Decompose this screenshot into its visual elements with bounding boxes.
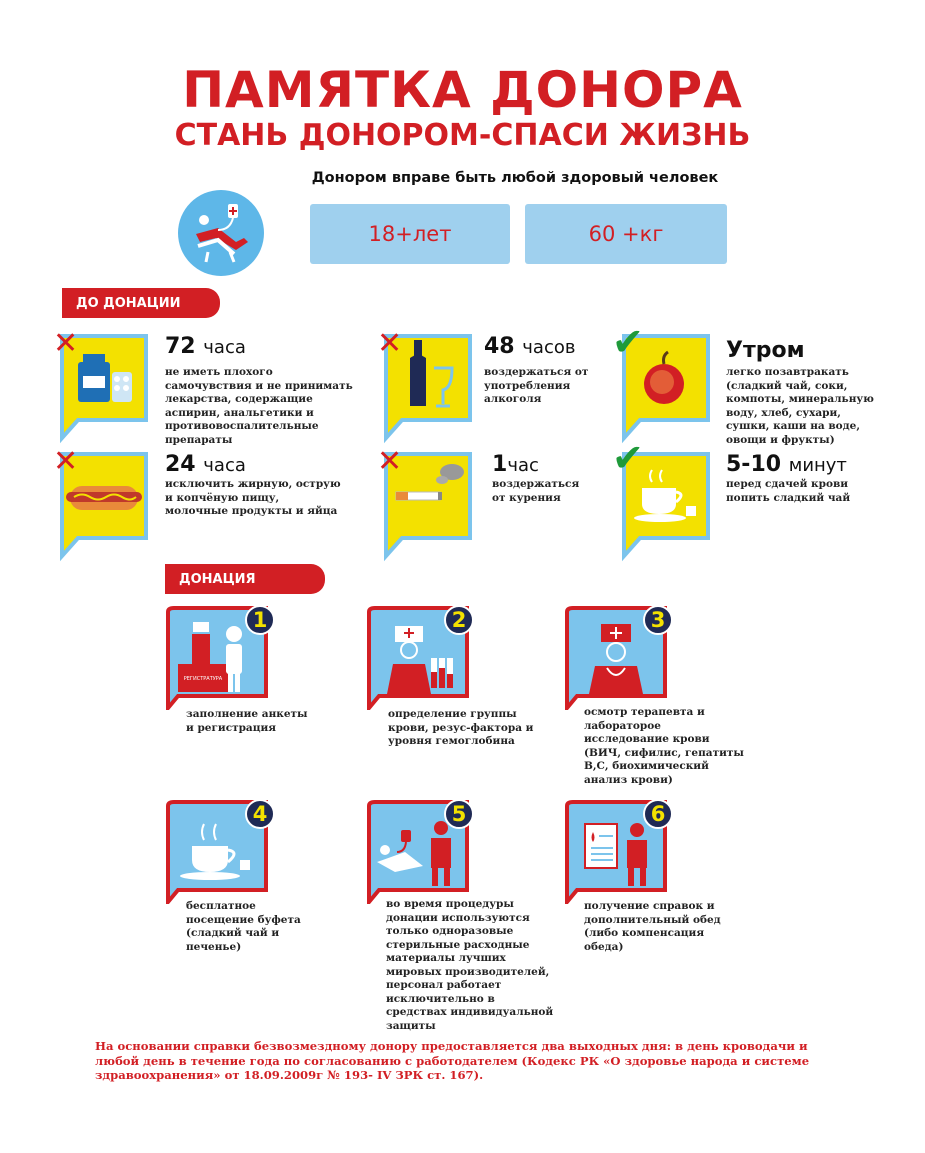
step-4-text: бесплатное посещение буфета (сладкий чай… xyxy=(186,900,301,953)
step-1-text: заполнение анкеты и регистрация xyxy=(186,708,308,734)
before-item-2-value: 48 xyxy=(484,334,515,359)
before-item-4-text: исключить жирную, острую и копчёную пищу… xyxy=(165,478,341,517)
step-number-6: 6 xyxy=(643,799,673,829)
age-badge: 18+лет xyxy=(310,204,510,264)
before-item-2-unit: часов xyxy=(522,337,576,358)
before-item-4-unit: часа xyxy=(203,455,246,476)
before-item-3-text: легко позавтракать (сладкий чай, соки, к… xyxy=(726,366,874,446)
before-item-1-text: не иметь плохого самочувствия и не прини… xyxy=(165,366,353,446)
step-number-1: 1 xyxy=(245,605,275,635)
eligibility-text: Донором вправе быть любой здоровый челов… xyxy=(311,170,719,186)
section-before-label: ДО ДОНАЦИИ xyxy=(76,295,181,311)
step-number-4: 4 xyxy=(245,799,275,829)
tea-cup-icon xyxy=(164,800,274,908)
forbidden-icon: ✕ xyxy=(53,326,79,361)
step-6-text: получение справок и дополнительный обед … xyxy=(584,900,721,953)
doctor-icon xyxy=(563,606,673,714)
page-subtitle: СТАНЬ ДОНОРОМ-СПАСИ ЖИЗНЬ xyxy=(174,118,751,153)
before-item-6-text: перед сдачей крови попить сладкий чай xyxy=(726,478,851,504)
reg-sign-text: РЕГИСТРАТУРА xyxy=(184,676,223,682)
before-item-6-unit: минут xyxy=(788,455,847,476)
before-item-5-unit: час xyxy=(507,455,539,476)
forbidden-icon: ✕ xyxy=(53,444,79,479)
step-number-2: 2 xyxy=(444,605,474,635)
weight-badge: 60 +кг xyxy=(525,204,727,264)
weight-label: 60 +кг xyxy=(588,222,664,246)
before-item-2-head: 48 часов xyxy=(484,334,575,361)
before-item-1-head: 72 часа xyxy=(165,334,246,361)
section-donation-label: ДОНАЦИЯ xyxy=(179,571,256,587)
step-number-5: 5 xyxy=(444,799,474,829)
step-3-text: осмотр терапевта и лабораторое исследова… xyxy=(584,706,744,786)
forbidden-icon: ✕ xyxy=(377,326,403,361)
before-item-6-value: 5-10 xyxy=(726,452,782,477)
hotdog-icon xyxy=(56,450,151,569)
step-number-3: 3 xyxy=(643,605,673,635)
before-item-2-text: воздержаться от употребления алкоголя xyxy=(484,366,589,405)
page-title: ПАМЯТКА ДОНОРА xyxy=(182,61,743,119)
tea-icon xyxy=(618,450,713,569)
step-2-text: определение группы крови, резус-фактора … xyxy=(388,708,534,747)
before-item-3-value: Утром xyxy=(726,338,805,363)
section-before-donation: ДО ДОНАЦИИ xyxy=(62,288,220,318)
before-item-5-value: 1 xyxy=(492,452,508,477)
before-item-5-head: 1час xyxy=(492,452,539,479)
before-item-6-head: 5-10 минут xyxy=(726,452,847,479)
age-label: 18+лет xyxy=(368,222,452,246)
registration-icon: РЕГИСТРАТУРА xyxy=(164,606,274,714)
certificate-icon xyxy=(563,800,673,908)
before-item-4-head: 24 часа xyxy=(165,452,246,479)
before-item-1-unit: часа xyxy=(203,337,246,358)
before-item-3-head: Утром xyxy=(726,338,805,364)
before-item-5-text: воздержаться от курения xyxy=(492,478,580,504)
forbidden-icon: ✕ xyxy=(377,444,403,479)
before-item-4-value: 24 xyxy=(165,452,196,477)
section-donation: ДОНАЦИЯ xyxy=(165,564,325,594)
step-5-text: во время процедуры донации используются … xyxy=(386,898,554,1032)
cigarette-icon xyxy=(380,450,475,569)
wine-icon xyxy=(380,332,475,451)
donation-procedure-icon xyxy=(365,800,475,908)
pills-icon xyxy=(56,332,151,451)
allowed-check-icon: ✔ xyxy=(612,320,644,364)
donor-chair-icon xyxy=(178,190,264,276)
allowed-check-icon: ✔ xyxy=(612,436,644,480)
lab-test-icon xyxy=(365,606,475,714)
footer-legal-note: На основании справки безвозмездному доно… xyxy=(95,1039,810,1082)
before-item-1-value: 72 xyxy=(165,334,196,359)
apple-icon xyxy=(618,332,713,451)
